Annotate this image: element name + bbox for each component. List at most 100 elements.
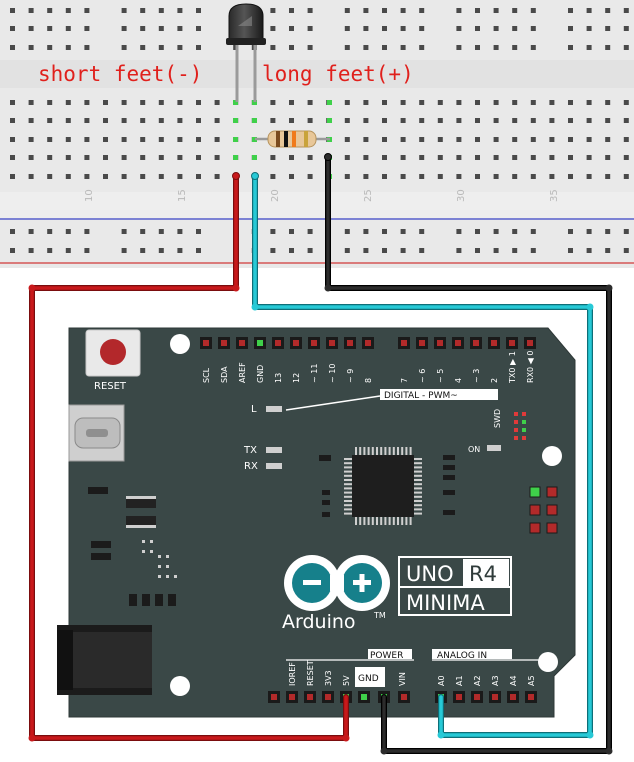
breadboard-hole xyxy=(605,155,611,160)
breadboard-hole xyxy=(493,8,499,13)
wire-cyan[interactable] xyxy=(253,174,592,737)
led-tx-label: TX xyxy=(243,445,257,456)
wire-black[interactable] xyxy=(326,155,611,753)
breadboard-hole xyxy=(307,8,313,13)
breadboard-hole xyxy=(382,248,387,253)
breadboard-hole xyxy=(493,26,499,31)
breadboard-hole xyxy=(344,155,350,160)
breadboard-hole xyxy=(605,100,611,105)
breadboard-hole xyxy=(344,118,350,123)
breadboard-hole xyxy=(84,8,90,13)
analog-pin-label: A5 xyxy=(527,675,536,686)
breadboard-hole xyxy=(586,229,592,234)
breadboard-hole xyxy=(270,155,276,160)
model-badge xyxy=(398,556,512,616)
power-label-box xyxy=(368,649,412,659)
dc-power-jack[interactable] xyxy=(57,625,152,695)
breadboard-hole xyxy=(419,45,425,50)
breadboard-hole xyxy=(512,155,518,160)
breadboard-hole xyxy=(65,137,71,142)
breadboard-hole xyxy=(363,174,369,179)
power-pin-label: 3V3 xyxy=(324,670,333,686)
breadboard-hole xyxy=(530,8,536,13)
breadboard-hole xyxy=(121,118,127,123)
breadboard-hole xyxy=(475,248,480,253)
smd-dots xyxy=(142,540,177,578)
arduino-board: RESET xyxy=(57,327,576,718)
breadboard-hole xyxy=(382,174,387,179)
column-number: 25 xyxy=(363,189,374,202)
breadboard-hole xyxy=(512,118,518,123)
model-uno: UNO xyxy=(406,562,454,586)
digital-pin-label: 12 xyxy=(292,373,301,383)
breadboard-hole xyxy=(65,155,71,160)
breadboard-hole xyxy=(363,137,369,142)
breadboard-hole xyxy=(307,155,313,160)
breadboard-hole xyxy=(363,45,369,50)
breadboard-hole xyxy=(549,137,555,142)
breadboard-hole xyxy=(121,137,127,142)
breadboard-hole xyxy=(512,174,518,179)
breadboard-hole xyxy=(623,174,629,179)
breadboard-hole xyxy=(586,26,592,31)
digital-pin-label: ~ 11 xyxy=(310,364,319,383)
wire-red[interactable] xyxy=(30,174,348,740)
breadboard-hole xyxy=(475,174,480,179)
reset-button[interactable] xyxy=(85,329,141,377)
header-pin-socket xyxy=(510,694,516,700)
breadboard-hole xyxy=(84,118,90,123)
digital-label-box xyxy=(380,389,498,400)
breadboard-hole xyxy=(270,174,276,179)
breadboard-hole xyxy=(419,174,425,179)
breadboard-hole xyxy=(307,100,313,105)
resistor[interactable] xyxy=(255,130,330,148)
header-pin-socket xyxy=(401,694,407,700)
power-label: POWER xyxy=(370,651,403,661)
breadboard-hole xyxy=(307,229,313,234)
breadboard-hole xyxy=(47,248,53,253)
mounting-hole xyxy=(542,446,562,466)
breadboard-hole xyxy=(158,26,164,31)
breadboard-hole xyxy=(344,45,350,50)
breadboard-hole xyxy=(475,100,480,105)
breadboard-hole xyxy=(289,248,294,253)
digital-pin-label: AREF xyxy=(238,362,247,383)
breadboard-hole xyxy=(270,248,276,253)
led[interactable] xyxy=(226,3,266,102)
breadboard-hole xyxy=(10,118,15,123)
header-pin-socket xyxy=(365,340,371,346)
breadboard-hole xyxy=(289,26,294,31)
breadboard-hole xyxy=(270,45,276,50)
digital-pin-label: 7 xyxy=(400,378,409,383)
breadboard-hole xyxy=(121,248,127,253)
breadboard-hole xyxy=(623,26,629,31)
breadboard-hole xyxy=(623,229,629,234)
breadboard-hole xyxy=(419,137,425,142)
header-pin-socket xyxy=(473,340,479,346)
usb-c-port[interactable] xyxy=(68,404,125,462)
mounting-hole xyxy=(538,652,558,672)
header-pin-socket xyxy=(203,340,209,346)
breadboard-hole xyxy=(344,229,350,234)
breadboard-hole xyxy=(568,174,573,179)
breadboard-hole xyxy=(158,100,164,105)
breadboard-hole xyxy=(47,174,53,179)
minus-icon xyxy=(303,580,321,585)
breadboard-hole xyxy=(28,26,34,31)
breadboard-hole xyxy=(307,248,313,253)
digital-pin-label: ~ 3 xyxy=(472,369,481,383)
breadboard-hole xyxy=(47,45,53,50)
breadboard-hole xyxy=(10,26,15,31)
mounting-hole xyxy=(170,334,190,354)
analog-pin-label: A0 xyxy=(437,675,446,686)
digital-label: DIGITAL - PWM~ xyxy=(384,391,458,401)
breadboard-hole xyxy=(140,26,146,31)
breadboard-hole xyxy=(475,137,480,142)
digital-pin-label: GND xyxy=(256,365,265,383)
breadboard-hole xyxy=(10,174,15,179)
arduino-brand: Arduino xyxy=(282,611,356,633)
breadboard-hole xyxy=(437,118,443,123)
breadboard-hole xyxy=(605,229,611,234)
column-number: 20 xyxy=(270,189,281,202)
breadboard-hole xyxy=(475,8,480,13)
